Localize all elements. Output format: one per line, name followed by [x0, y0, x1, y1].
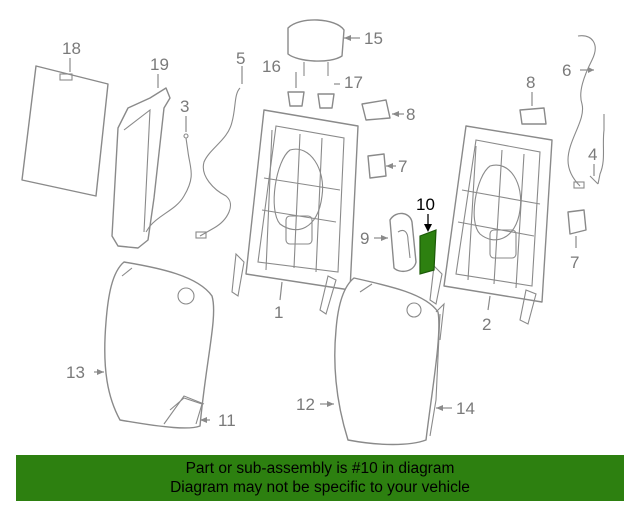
part-12-cover — [320, 277, 445, 446]
callout-7a: 7 — [398, 157, 407, 176]
callout-17: 17 — [344, 73, 363, 92]
part-10-highlighted[interactable] — [419, 214, 437, 275]
part-6-cable — [567, 35, 605, 189]
callout-7b: 7 — [570, 253, 579, 272]
banner-line-2: Diagram may not be specific to your vehi… — [170, 479, 470, 496]
part-7-cover-right — [567, 209, 587, 248]
part-8-bracket-right — [519, 92, 547, 125]
callout-11: 11 — [218, 411, 236, 430]
callout-14: 14 — [456, 399, 475, 418]
part-16-guide — [287, 72, 305, 107]
callout-15: 15 — [364, 29, 383, 48]
part-8-bracket-left — [361, 99, 404, 121]
part-13-cover — [94, 261, 215, 429]
part-7-cover-left — [367, 153, 396, 179]
callout-19: 19 — [150, 55, 169, 74]
callout-8b: 8 — [526, 73, 535, 92]
info-banner: Part or sub-assembly is #10 in diagram D… — [16, 455, 624, 501]
callout-6: 6 — [562, 61, 571, 80]
callout-2: 2 — [482, 315, 491, 334]
callout-5: 5 — [236, 49, 245, 68]
callout-13: 13 — [66, 363, 85, 382]
part-4-pin — [589, 164, 599, 185]
callout-18: 18 — [62, 39, 81, 58]
part-14-panel — [429, 313, 452, 437]
callout-1: 1 — [274, 303, 283, 322]
part-19-side-trim — [111, 74, 171, 249]
part-9-bezel — [374, 212, 417, 273]
banner-line-1: Part or sub-assembly is #10 in diagram — [185, 460, 455, 477]
parts-diagram: 18 19 3 5 16 17 15 8 7 8 6 4 7 10 9 1 2 … — [21, 19, 605, 446]
callout-4: 4 — [588, 145, 597, 164]
part-18-panel — [21, 58, 109, 197]
part-5-cable — [195, 66, 243, 239]
callout-8a: 8 — [406, 105, 415, 124]
callout-16: 16 — [262, 57, 281, 76]
callout-12: 12 — [296, 395, 315, 414]
part-2-frame-right — [429, 125, 553, 325]
callout-3: 3 — [180, 97, 189, 116]
part-3-cable — [145, 116, 192, 233]
callout-10[interactable]: 10 — [416, 195, 435, 214]
part-1-frame-left — [231, 109, 359, 315]
part-15-headrest — [287, 19, 360, 76]
part-17-guide — [317, 83, 340, 109]
callout-9: 9 — [360, 229, 369, 248]
part-11-pad — [169, 397, 210, 425]
